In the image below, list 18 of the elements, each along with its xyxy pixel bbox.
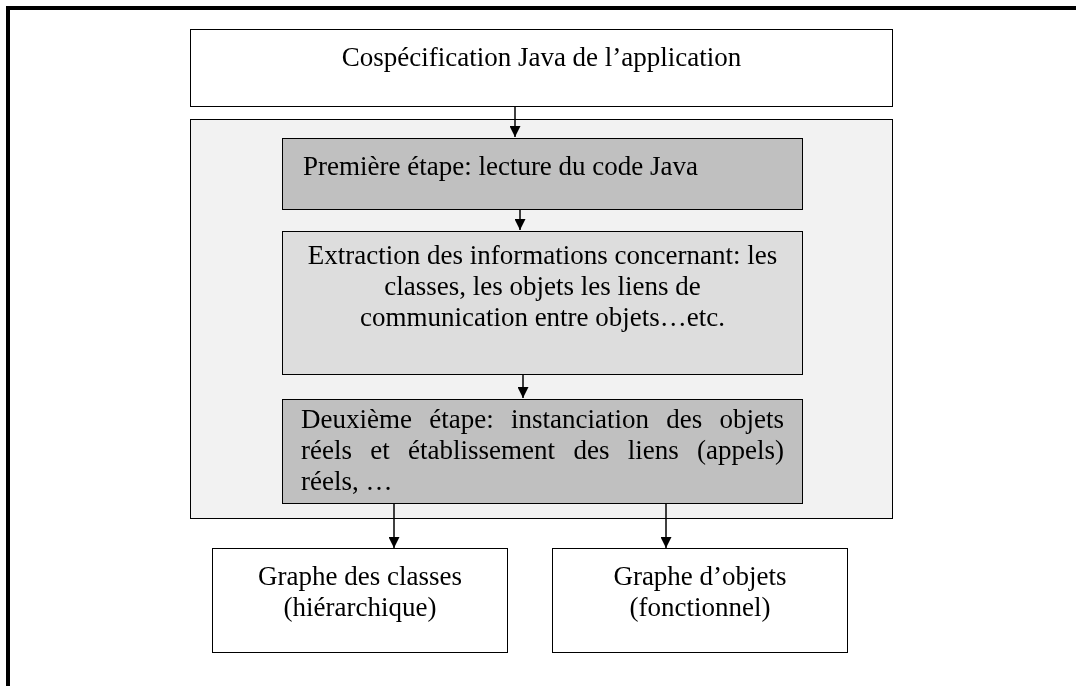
box-text: Graphe d’objets (fonctionnel)	[612, 561, 788, 623]
input-box	[190, 29, 893, 107]
arrow	[514, 208, 526, 231]
output-box	[552, 548, 848, 653]
box-text: Deuxième étape: instanciation des objets réels et établissement des liens (appels) réels, …	[300, 404, 785, 497]
process-container	[190, 119, 893, 519]
box-text: Extraction des informations concernant: les classes, les objets les liens de communication entre objets…etc.	[306, 240, 779, 333]
box-text: Première étape: lecture du code Java	[302, 151, 700, 182]
arrow	[660, 502, 672, 549]
process-box	[282, 231, 803, 375]
box-text: Cospécification Java de l’application	[340, 42, 743, 73]
arrow	[388, 502, 400, 549]
arrow	[509, 106, 521, 138]
output-box	[212, 548, 508, 653]
process-box	[282, 399, 803, 504]
box-text: Graphe des classes (hiérarchique)	[257, 561, 463, 623]
process-box	[282, 138, 803, 210]
arrow	[517, 373, 529, 399]
